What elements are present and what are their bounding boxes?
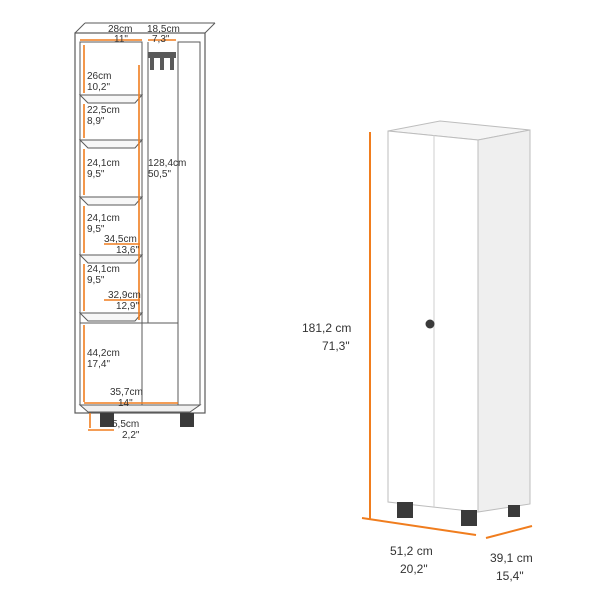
depth-in: 15,4" (496, 569, 524, 583)
right-depth-2-cm: 32,9cm (108, 290, 141, 301)
shelf-4-cm: 24,1cm (87, 213, 120, 224)
right-depth-1-cm: 34,5cm (104, 234, 137, 245)
shelf-4-in: 9,5" (87, 224, 105, 235)
shelf (78, 254, 144, 264)
hook-width-cm: 18,5cm (147, 24, 180, 35)
cabinet-leg-front-right (461, 510, 477, 526)
right-height-cm: 128,4cm (148, 158, 186, 169)
interior-shelves (78, 94, 144, 322)
shelf-1-cm: 26cm (87, 71, 111, 82)
door-knob-icon (425, 319, 435, 329)
leg-height-cm: 5,5cm (112, 419, 139, 430)
shelf-1-in: 10,2" (87, 82, 110, 93)
interior-top-edge (74, 22, 86, 34)
cabinet-leg-front-left (397, 502, 413, 518)
shelf (78, 139, 144, 149)
bottom-space-in: 17,4" (87, 359, 110, 370)
height-in: 71,3" (322, 339, 350, 353)
shelf (78, 94, 144, 104)
width-in: 20,2" (400, 562, 428, 576)
shelf-2-in: 8,9" (87, 116, 105, 127)
width-cm: 51,2 cm (390, 544, 433, 558)
exterior-dimension-lines (361, 132, 533, 539)
cabinet-leg-back-right (508, 505, 520, 517)
interior-leg-right (180, 413, 194, 427)
interior-top-edge-3 (204, 22, 216, 34)
shelf-5-cm: 24,1cm (87, 264, 120, 275)
leg-height-in: 2,2" (122, 430, 140, 441)
top-width-in: 11" (114, 34, 128, 45)
shelf (78, 196, 144, 206)
interior-base (78, 404, 202, 413)
hook-width-in: 7,3" (152, 34, 170, 45)
height-cm: 181,2 cm (302, 321, 351, 335)
shelf-3-cm: 24,1cm (87, 158, 120, 169)
right-height-in: 50,5" (148, 169, 171, 180)
interior-leg-left (100, 413, 114, 427)
top-width-cm: 28cm (108, 24, 132, 35)
interior-diagram: 28cm 11" 18,5cm 7,3" 26cm 10,2" 22,5cm 8… (74, 22, 216, 441)
exterior-cabinet: 181,2 cm 71,3" 51,2 cm 20,2" 39,1 cm 15,… (302, 120, 533, 583)
right-depth-1-in: 13,6" (116, 245, 139, 256)
bottom-width-cm: 35,7cm (110, 387, 143, 398)
bottom-space-cm: 44,2cm (87, 348, 120, 359)
shelf-5-in: 9,5" (87, 275, 105, 286)
bottom-width-in: 14" (118, 398, 133, 409)
interior-dimension-lines (80, 39, 178, 431)
cabinet-side (477, 129, 531, 513)
interior-right-panel (177, 41, 201, 406)
right-depth-2-in: 12,9" (116, 301, 139, 312)
shelf (78, 312, 144, 322)
depth-cm: 39,1 cm (490, 551, 533, 565)
shelf-3-in: 9,5" (87, 169, 105, 180)
shelf-2-cm: 22,5cm (87, 105, 120, 116)
hook-rail-icon (148, 52, 176, 70)
